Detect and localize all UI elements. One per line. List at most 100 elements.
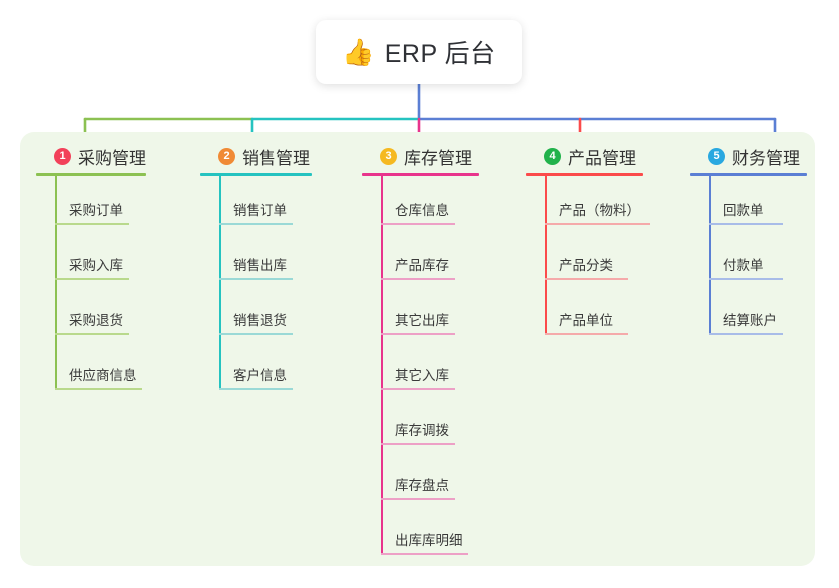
column-header-3[interactable]: 3 库存管理 xyxy=(362,144,512,168)
list-item-label: 采购退货 xyxy=(69,313,123,328)
column-header-rule xyxy=(362,173,479,176)
list-item[interactable]: 仓库信息 xyxy=(362,176,512,231)
list-item-rule xyxy=(381,388,455,390)
list-item[interactable]: 产品单位 xyxy=(526,286,676,341)
list-item-label: 销售退货 xyxy=(233,313,287,328)
column-header-4[interactable]: 4 产品管理 xyxy=(526,144,676,168)
column-items: 产品（物料） 产品分类产品单位 xyxy=(526,176,676,341)
list-item-rule xyxy=(55,278,129,280)
list-item-rule xyxy=(219,333,293,335)
column-header-rule xyxy=(526,173,643,176)
list-item-label: 库存盘点 xyxy=(395,478,449,493)
list-item[interactable]: 付款单 xyxy=(690,231,815,286)
list-item-label: 产品分类 xyxy=(559,258,613,273)
column-1: 1 采购管理采购订单采购入库采购退货供应商信息 xyxy=(36,144,188,396)
list-item-label: 回款单 xyxy=(723,203,764,218)
column-spine xyxy=(545,176,547,335)
column-badge: 2 xyxy=(218,147,235,165)
column-header-rule xyxy=(690,173,807,176)
list-item[interactable]: 采购订单 xyxy=(36,176,188,231)
column-2: 2 销售管理销售订单销售出库销售退货客户信息 xyxy=(200,144,350,396)
list-item-rule xyxy=(219,278,293,280)
column-header-2[interactable]: 2 销售管理 xyxy=(200,144,350,168)
column-3: 3 库存管理仓库信息产品库存其它出库其它入库库存调拨库存盘点出库库明细 xyxy=(362,144,512,561)
column-items: 回款单付款单结算账户 xyxy=(690,176,815,341)
list-item-label: 其它出库 xyxy=(395,313,449,328)
list-item[interactable]: 销售出库 xyxy=(200,231,350,286)
column-header-5[interactable]: 5 财务管理 xyxy=(690,144,815,168)
root-title: ERP 后台 xyxy=(384,40,496,68)
list-item-label: 采购订单 xyxy=(69,203,123,218)
list-item-label: 付款单 xyxy=(723,258,764,273)
list-item[interactable]: 库存盘点 xyxy=(362,451,512,506)
list-item-label: 产品单位 xyxy=(559,313,613,328)
list-item-rule xyxy=(55,333,129,335)
list-item[interactable]: 供应商信息 xyxy=(36,341,188,396)
root-node[interactable]: 👍 ERP 后台 xyxy=(316,20,522,84)
column-items: 采购订单采购入库采购退货供应商信息 xyxy=(36,176,188,396)
list-item-rule xyxy=(219,223,293,225)
list-item-rule xyxy=(545,223,650,225)
list-item[interactable]: 其它入库 xyxy=(362,341,512,396)
list-item[interactable]: 销售订单 xyxy=(200,176,350,231)
list-item-rule xyxy=(381,333,455,335)
column-title: 财务管理 xyxy=(732,148,800,168)
column-header-rule xyxy=(36,173,146,176)
list-item-label: 销售订单 xyxy=(233,203,287,218)
list-item-rule xyxy=(381,553,468,555)
list-item-rule xyxy=(709,278,783,280)
list-item-rule xyxy=(545,278,628,280)
list-item-rule xyxy=(55,388,142,390)
list-item-label: 出库库明细 xyxy=(395,533,463,548)
list-item-label: 结算账户 xyxy=(723,313,777,328)
list-item[interactable]: 产品（物料） xyxy=(526,176,676,231)
column-title: 销售管理 xyxy=(242,148,310,168)
column-items: 仓库信息产品库存其它出库其它入库库存调拨库存盘点出库库明细 xyxy=(362,176,512,561)
column-header-rule xyxy=(200,173,312,176)
list-item-label: 客户信息 xyxy=(233,368,287,383)
list-item-label: 库存调拨 xyxy=(395,423,449,438)
list-item[interactable]: 库存调拨 xyxy=(362,396,512,451)
list-item-label: 销售出库 xyxy=(233,258,287,273)
column-title: 采购管理 xyxy=(78,148,146,168)
column-header-1[interactable]: 1 采购管理 xyxy=(36,144,188,168)
list-item-rule xyxy=(709,333,783,335)
column-title: 产品管理 xyxy=(568,148,636,168)
list-item[interactable]: 采购入库 xyxy=(36,231,188,286)
list-item-label: 其它入库 xyxy=(395,368,449,383)
list-item-label: 供应商信息 xyxy=(69,368,137,383)
column-spine xyxy=(381,176,383,555)
column-items: 销售订单销售出库销售退货客户信息 xyxy=(200,176,350,396)
list-item-label: 采购入库 xyxy=(69,258,123,273)
list-item[interactable]: 回款单 xyxy=(690,176,815,231)
list-item-rule xyxy=(709,223,783,225)
list-item[interactable]: 采购退货 xyxy=(36,286,188,341)
column-spine xyxy=(709,176,711,335)
column-badge: 5 xyxy=(708,147,725,165)
list-item-rule xyxy=(381,223,455,225)
column-badge: 3 xyxy=(380,147,397,165)
list-item[interactable]: 其它出库 xyxy=(362,286,512,341)
list-item-label: 产品库存 xyxy=(395,258,449,273)
list-item-label: 仓库信息 xyxy=(395,203,449,218)
column-badge: 4 xyxy=(544,147,561,165)
list-item[interactable]: 销售退货 xyxy=(200,286,350,341)
list-item-label: 产品（物料） xyxy=(559,203,640,218)
column-5: 5 财务管理回款单付款单结算账户 xyxy=(690,144,815,341)
list-item[interactable]: 产品库存 xyxy=(362,231,512,286)
column-4: 4 产品管理产品（物料） 产品分类产品单位 xyxy=(526,144,676,341)
list-item-rule xyxy=(381,443,455,445)
list-item-rule xyxy=(381,278,455,280)
column-title: 库存管理 xyxy=(404,148,472,168)
list-item[interactable]: 结算账户 xyxy=(690,286,815,341)
diagram-panel xyxy=(20,132,815,566)
column-spine xyxy=(55,176,57,390)
list-item[interactable]: 出库库明细 xyxy=(362,506,512,561)
thumbs-up-icon: 👍 xyxy=(342,37,375,67)
column-badge: 1 xyxy=(54,147,71,165)
column-spine xyxy=(219,176,221,390)
list-item-rule xyxy=(219,388,293,390)
list-item[interactable]: 客户信息 xyxy=(200,341,350,396)
list-item[interactable]: 产品分类 xyxy=(526,231,676,286)
list-item-rule xyxy=(545,333,628,335)
